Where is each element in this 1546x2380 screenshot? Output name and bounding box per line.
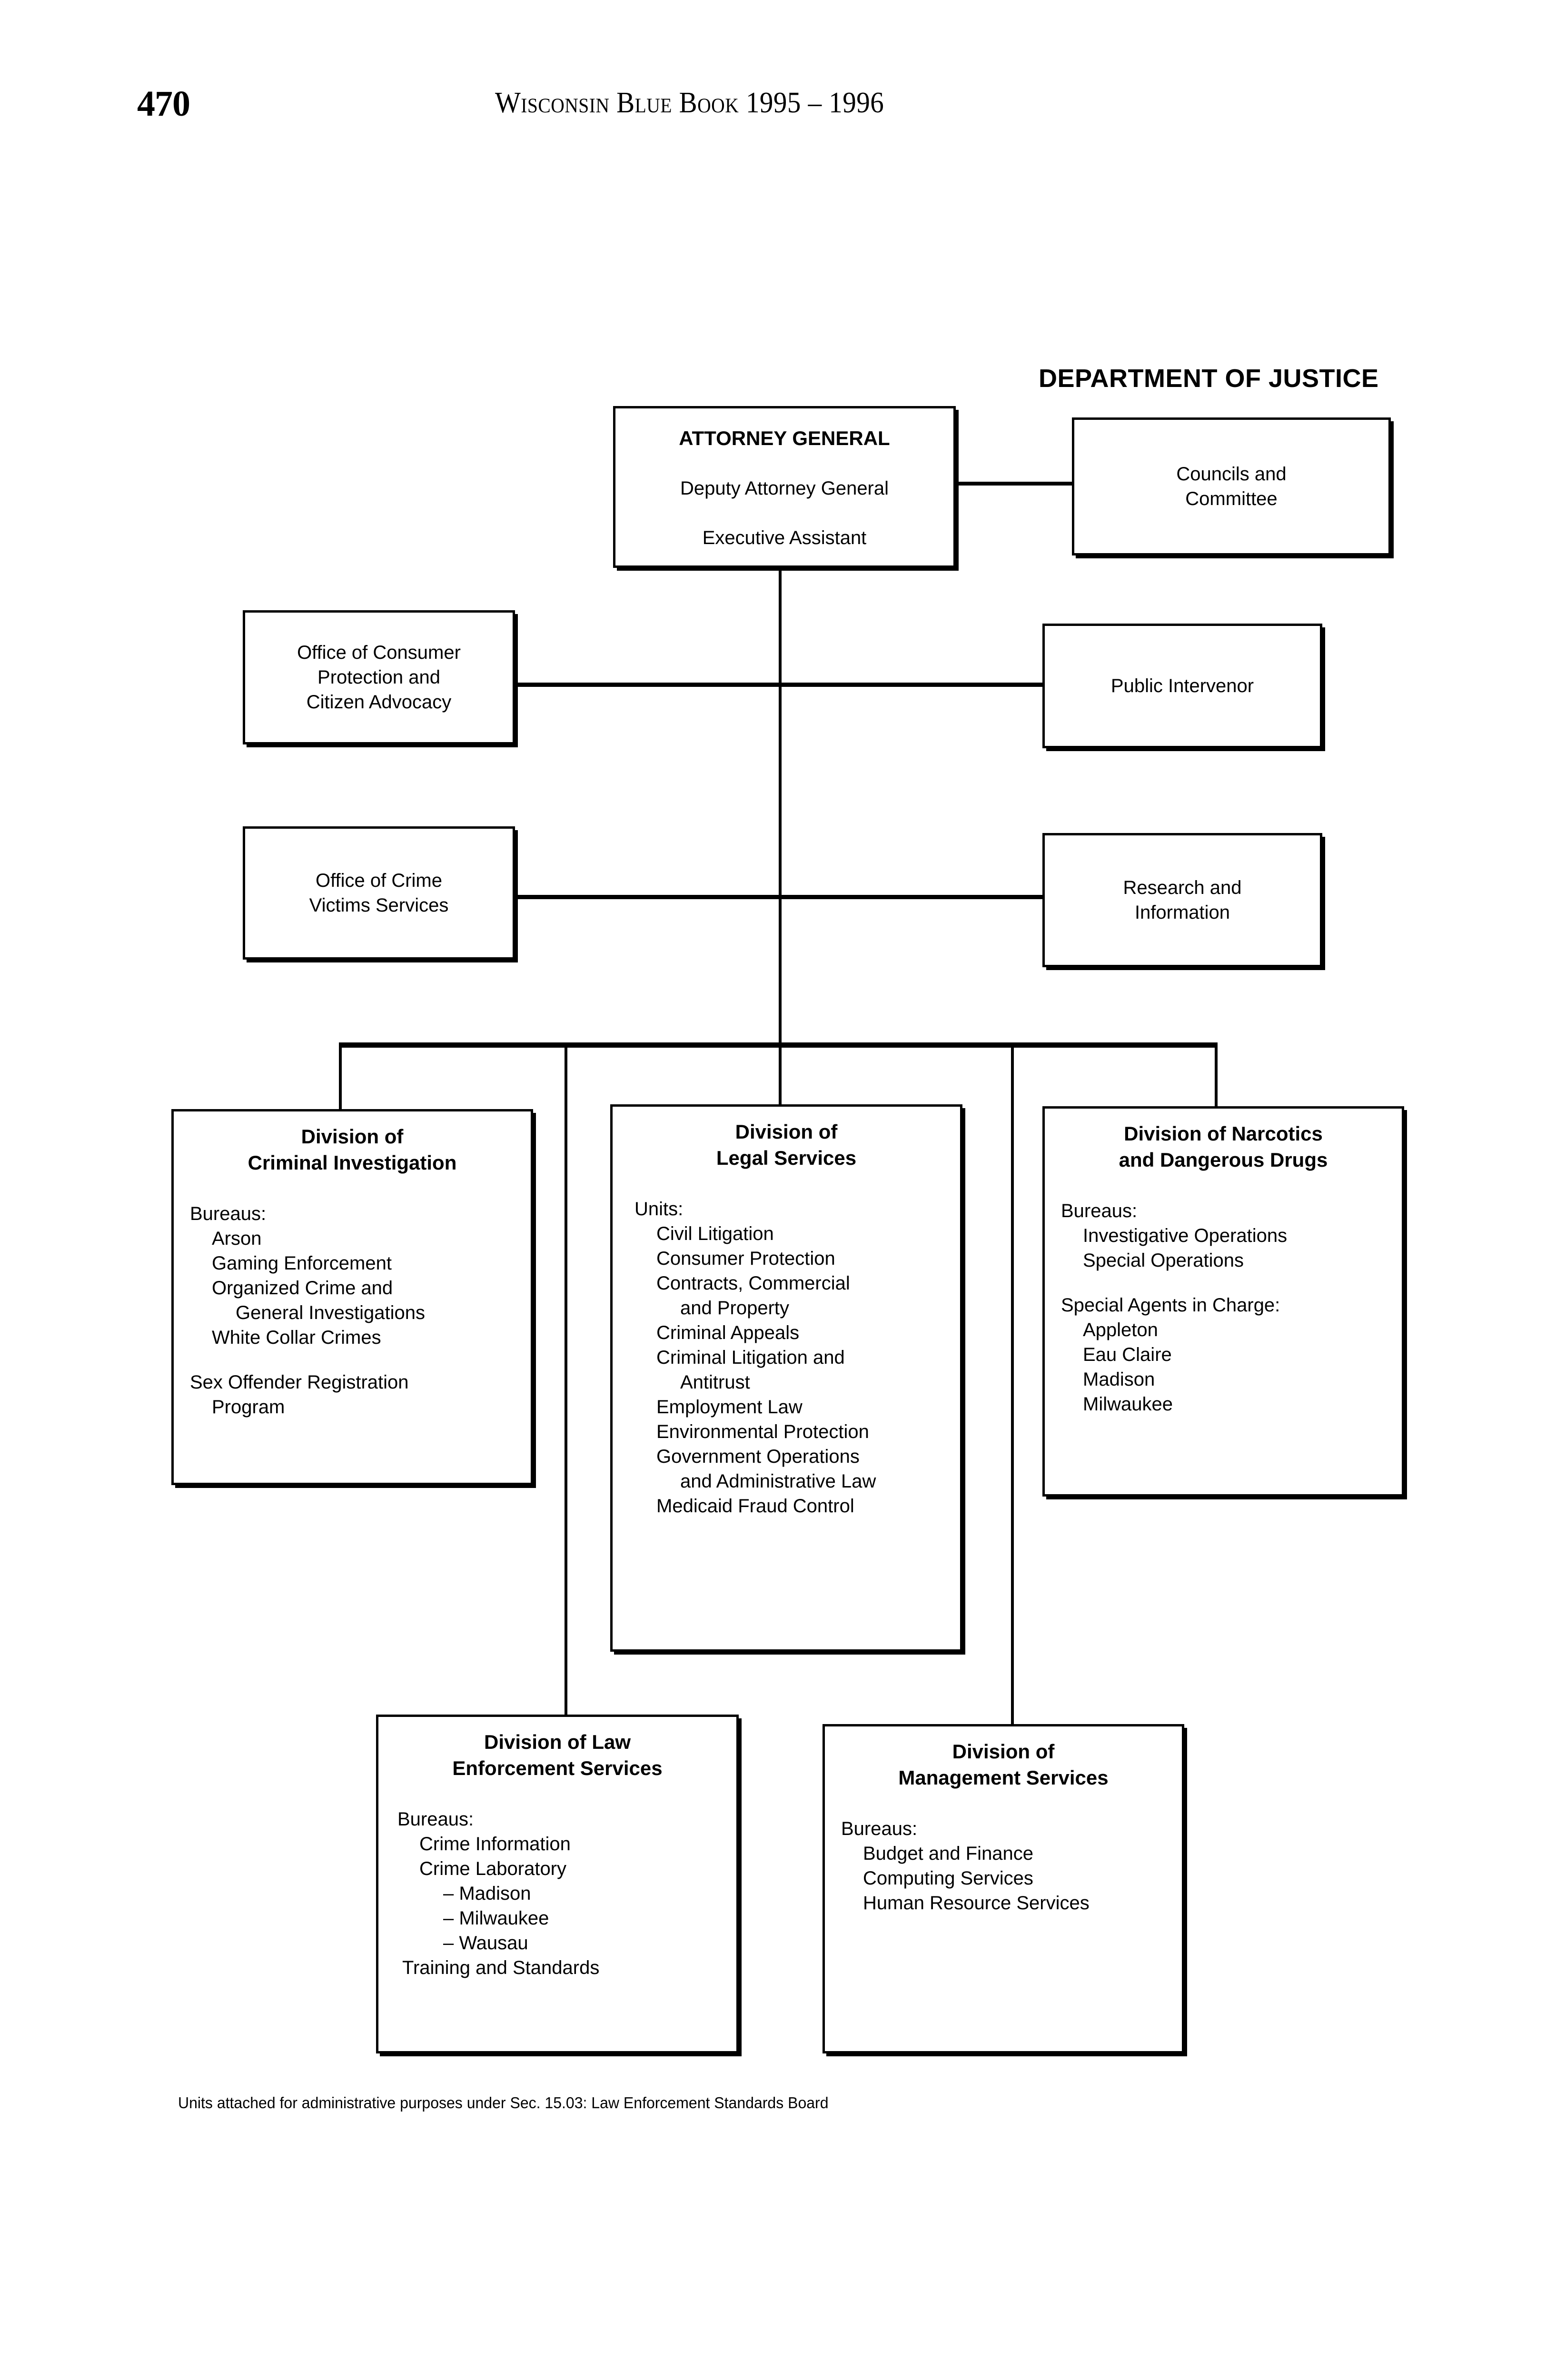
list-item: Special Operations (1083, 1250, 1244, 1271)
list-item: Madison (1083, 1369, 1155, 1390)
list-item: Consumer Protection (656, 1248, 835, 1269)
list-item: Government Operations (656, 1446, 860, 1468)
units-heading: Units: (634, 1199, 684, 1220)
division-management-list: Bureaus: Budget and Finance Computing Se… (836, 1816, 1170, 1915)
division-criminal-investigation-box[interactable]: Division of Criminal Investigation Burea… (171, 1109, 533, 1485)
office-consumer-protection-box[interactable]: Office of Consumer Protection and Citize… (243, 610, 515, 744)
connector-drop-criminal-investigation (339, 1042, 342, 1109)
list-item: Employment Law (656, 1397, 803, 1418)
bureaus-heading: Bureaus: (397, 1809, 474, 1830)
chart-footnote: Units attached for administrative purpos… (178, 2094, 829, 2112)
list-item: Antitrust (680, 1372, 750, 1393)
attorney-general-title: ATTORNEY GENERAL (679, 427, 890, 450)
special-agents-heading: Special Agents in Charge: (1061, 1295, 1280, 1316)
connector-drop-management (1011, 1042, 1014, 1724)
list-item: Program (212, 1397, 285, 1418)
list-item: and Property (680, 1298, 790, 1319)
office-consumer-protection-label: Office of Consumer Protection and Citize… (297, 642, 461, 713)
list-item: Arson (212, 1228, 262, 1250)
connector-victims-research (514, 895, 1043, 899)
list-item: Contracts, Commercial (656, 1273, 850, 1294)
list-item: Medicaid Fraud Control (656, 1496, 854, 1517)
division-criminal-investigation-title: Division of Criminal Investigation (248, 1125, 457, 1174)
list-item: Criminal Litigation and (656, 1347, 845, 1368)
running-title: Wisconsin Blue Book 1995 – 1996 (495, 87, 884, 119)
list-item: Organized Crime and (212, 1278, 393, 1299)
councils-and-committee-box[interactable]: Councils and Committee (1072, 417, 1391, 555)
connector-ag-trunk (779, 565, 782, 1046)
division-management-box[interactable]: Division of Management Services Bureaus:… (823, 1724, 1184, 2053)
list-item: Budget and Finance (863, 1843, 1034, 1864)
list-item: Human Resource Services (863, 1893, 1090, 1914)
page-number: 470 (137, 84, 190, 124)
list-item: Appleton (1083, 1319, 1158, 1341)
connector-drop-law-enforcement (565, 1042, 567, 1715)
division-criminal-investigation-list: Bureaus: Arson Gaming Enforcement Organi… (185, 1201, 519, 1419)
deputy-attorney-general-label: Deputy Attorney General (680, 477, 889, 499)
list-item: Crime Laboratory (419, 1858, 567, 1880)
division-legal-services-list: Units: Civil Litigation Consumer Protect… (624, 1197, 949, 1518)
list-item: Computing Services (863, 1868, 1033, 1889)
office-crime-victims-label: Office of Crime Victims Services (309, 870, 449, 916)
list-item: – Madison (443, 1883, 531, 1904)
councils-and-committee-label: Councils and Committee (1176, 464, 1287, 509)
list-spacer (1061, 1273, 1390, 1293)
research-information-box[interactable]: Research and Information (1042, 833, 1322, 967)
list-item: White Collar Crimes (212, 1327, 381, 1349)
attorney-general-box[interactable]: ATTORNEY GENERAL Deputy Attorney General… (613, 406, 956, 568)
bureaus-heading: Bureaus: (1061, 1200, 1138, 1222)
list-item: Training and Standards (402, 1957, 600, 1979)
list-item: Milwaukee (1083, 1394, 1173, 1415)
list-item: Eau Claire (1083, 1344, 1172, 1366)
division-narcotics-list: Bureaus: Investigative Operations Specia… (1056, 1199, 1390, 1417)
connector-consumer-intervenor (514, 683, 1043, 687)
connector-ag-to-councils (954, 482, 1073, 486)
division-legal-services-box[interactable]: Division of Legal Services Units: Civil … (610, 1104, 962, 1652)
list-item: Environmental Protection (656, 1421, 869, 1443)
division-narcotics-title: Division of Narcotics and Dangerous Drug… (1119, 1122, 1328, 1171)
list-item: – Milwaukee (443, 1908, 549, 1929)
office-crime-victims-box[interactable]: Office of Crime Victims Services (243, 826, 515, 960)
connector-drop-narcotics (1215, 1042, 1218, 1106)
division-legal-services-title: Division of Legal Services (716, 1121, 857, 1169)
sex-offender-registration-heading: Sex Offender Registration (190, 1372, 409, 1393)
division-narcotics-box[interactable]: Division of Narcotics and Dangerous Drug… (1042, 1106, 1404, 1497)
division-law-enforcement-list: Bureaus: Crime Information Crime Laborat… (390, 1807, 725, 1980)
division-law-enforcement-box[interactable]: Division of Law Enforcement Services Bur… (376, 1715, 739, 2053)
list-spacer (190, 1350, 519, 1370)
division-management-title: Division of Management Services (898, 1740, 1109, 1789)
connector-division-bus (339, 1042, 1218, 1048)
bureaus-heading: Bureaus: (841, 1818, 918, 1840)
list-item: Crime Information (419, 1834, 571, 1855)
list-item: Gaming Enforcement (212, 1253, 392, 1274)
chart-title: DEPARTMENT OF JUSTICE (1039, 364, 1379, 393)
list-item: and Administrative Law (680, 1471, 876, 1492)
list-item: Investigative Operations (1083, 1225, 1288, 1247)
connector-drop-legal-services (779, 1042, 782, 1104)
list-item: General Investigations (236, 1302, 426, 1324)
public-intervenor-box[interactable]: Public Intervenor (1042, 624, 1322, 748)
list-item: – Wausau (443, 1933, 528, 1954)
research-information-label: Research and Information (1123, 877, 1242, 923)
bureaus-heading: Bureaus: (190, 1203, 267, 1225)
division-law-enforcement-title: Division of Law Enforcement Services (452, 1731, 663, 1779)
list-item: Civil Litigation (656, 1223, 774, 1245)
executive-assistant-label: Executive Assistant (702, 527, 867, 548)
public-intervenor-label: Public Intervenor (1110, 675, 1254, 696)
list-item: Criminal Appeals (656, 1322, 800, 1344)
